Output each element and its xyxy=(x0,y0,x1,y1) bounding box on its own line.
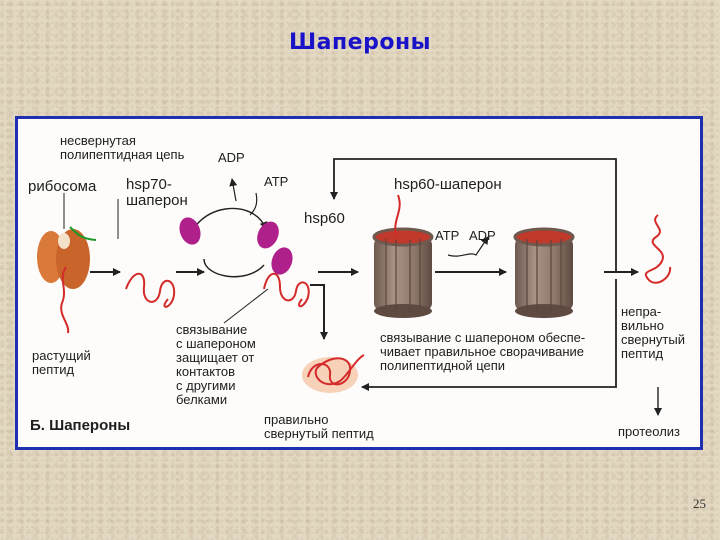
label-binding-protects: связывание с шапероном защищает от конта… xyxy=(176,322,256,407)
diagram-graphics xyxy=(37,158,672,416)
label-growing-peptide: растущий пептид xyxy=(32,348,91,377)
label-adp-top: ADP xyxy=(218,150,245,165)
label-misfolded: непра- вильно свернутый пептид xyxy=(621,304,685,361)
slide-title: Шапероны xyxy=(288,30,432,55)
label-atp-mid: ATP xyxy=(435,228,460,243)
label-ribosome: рибосома xyxy=(28,178,97,195)
arrow-down-left xyxy=(310,284,328,340)
ribosome-icon xyxy=(37,193,97,334)
label-hsp70: hsp70- шаперон xyxy=(126,176,188,209)
feedback-loop-bottom xyxy=(361,279,617,391)
label-unfolded-chain: несвернутая полипептидная цепь xyxy=(60,133,185,162)
feedback-loop-top xyxy=(330,158,617,272)
label-hsp60-chaperone: hsp60-шаперон xyxy=(394,176,502,193)
label-correct-folded: правильно свернутый пептид xyxy=(264,412,374,441)
chaperone-diagram: несвернутая полипептидная цепь ADP ATP р… xyxy=(15,116,703,450)
page-number: 25 xyxy=(693,496,706,511)
label-atp-top: ATP xyxy=(264,174,289,189)
unfolded-chain-icon xyxy=(125,272,176,308)
label-adp-mid: ADP xyxy=(469,228,496,243)
hsp70-cycle xyxy=(179,178,310,324)
hsp60-barrel-icon-1 xyxy=(372,194,434,318)
hsp60-barrel-icon-2 xyxy=(513,227,575,318)
folded-peptide-icon xyxy=(302,354,365,393)
label-binding-ensures: связывание с шапероном обеспе- чивает пр… xyxy=(380,330,586,373)
label-hsp60: hsp60 xyxy=(304,210,345,227)
label-proteolysis: протеолиз xyxy=(618,424,681,439)
misfolded-peptide-icon xyxy=(644,214,672,284)
atp-adp-arrow xyxy=(447,236,489,257)
figure-caption: Б. Шапероны xyxy=(30,417,131,434)
